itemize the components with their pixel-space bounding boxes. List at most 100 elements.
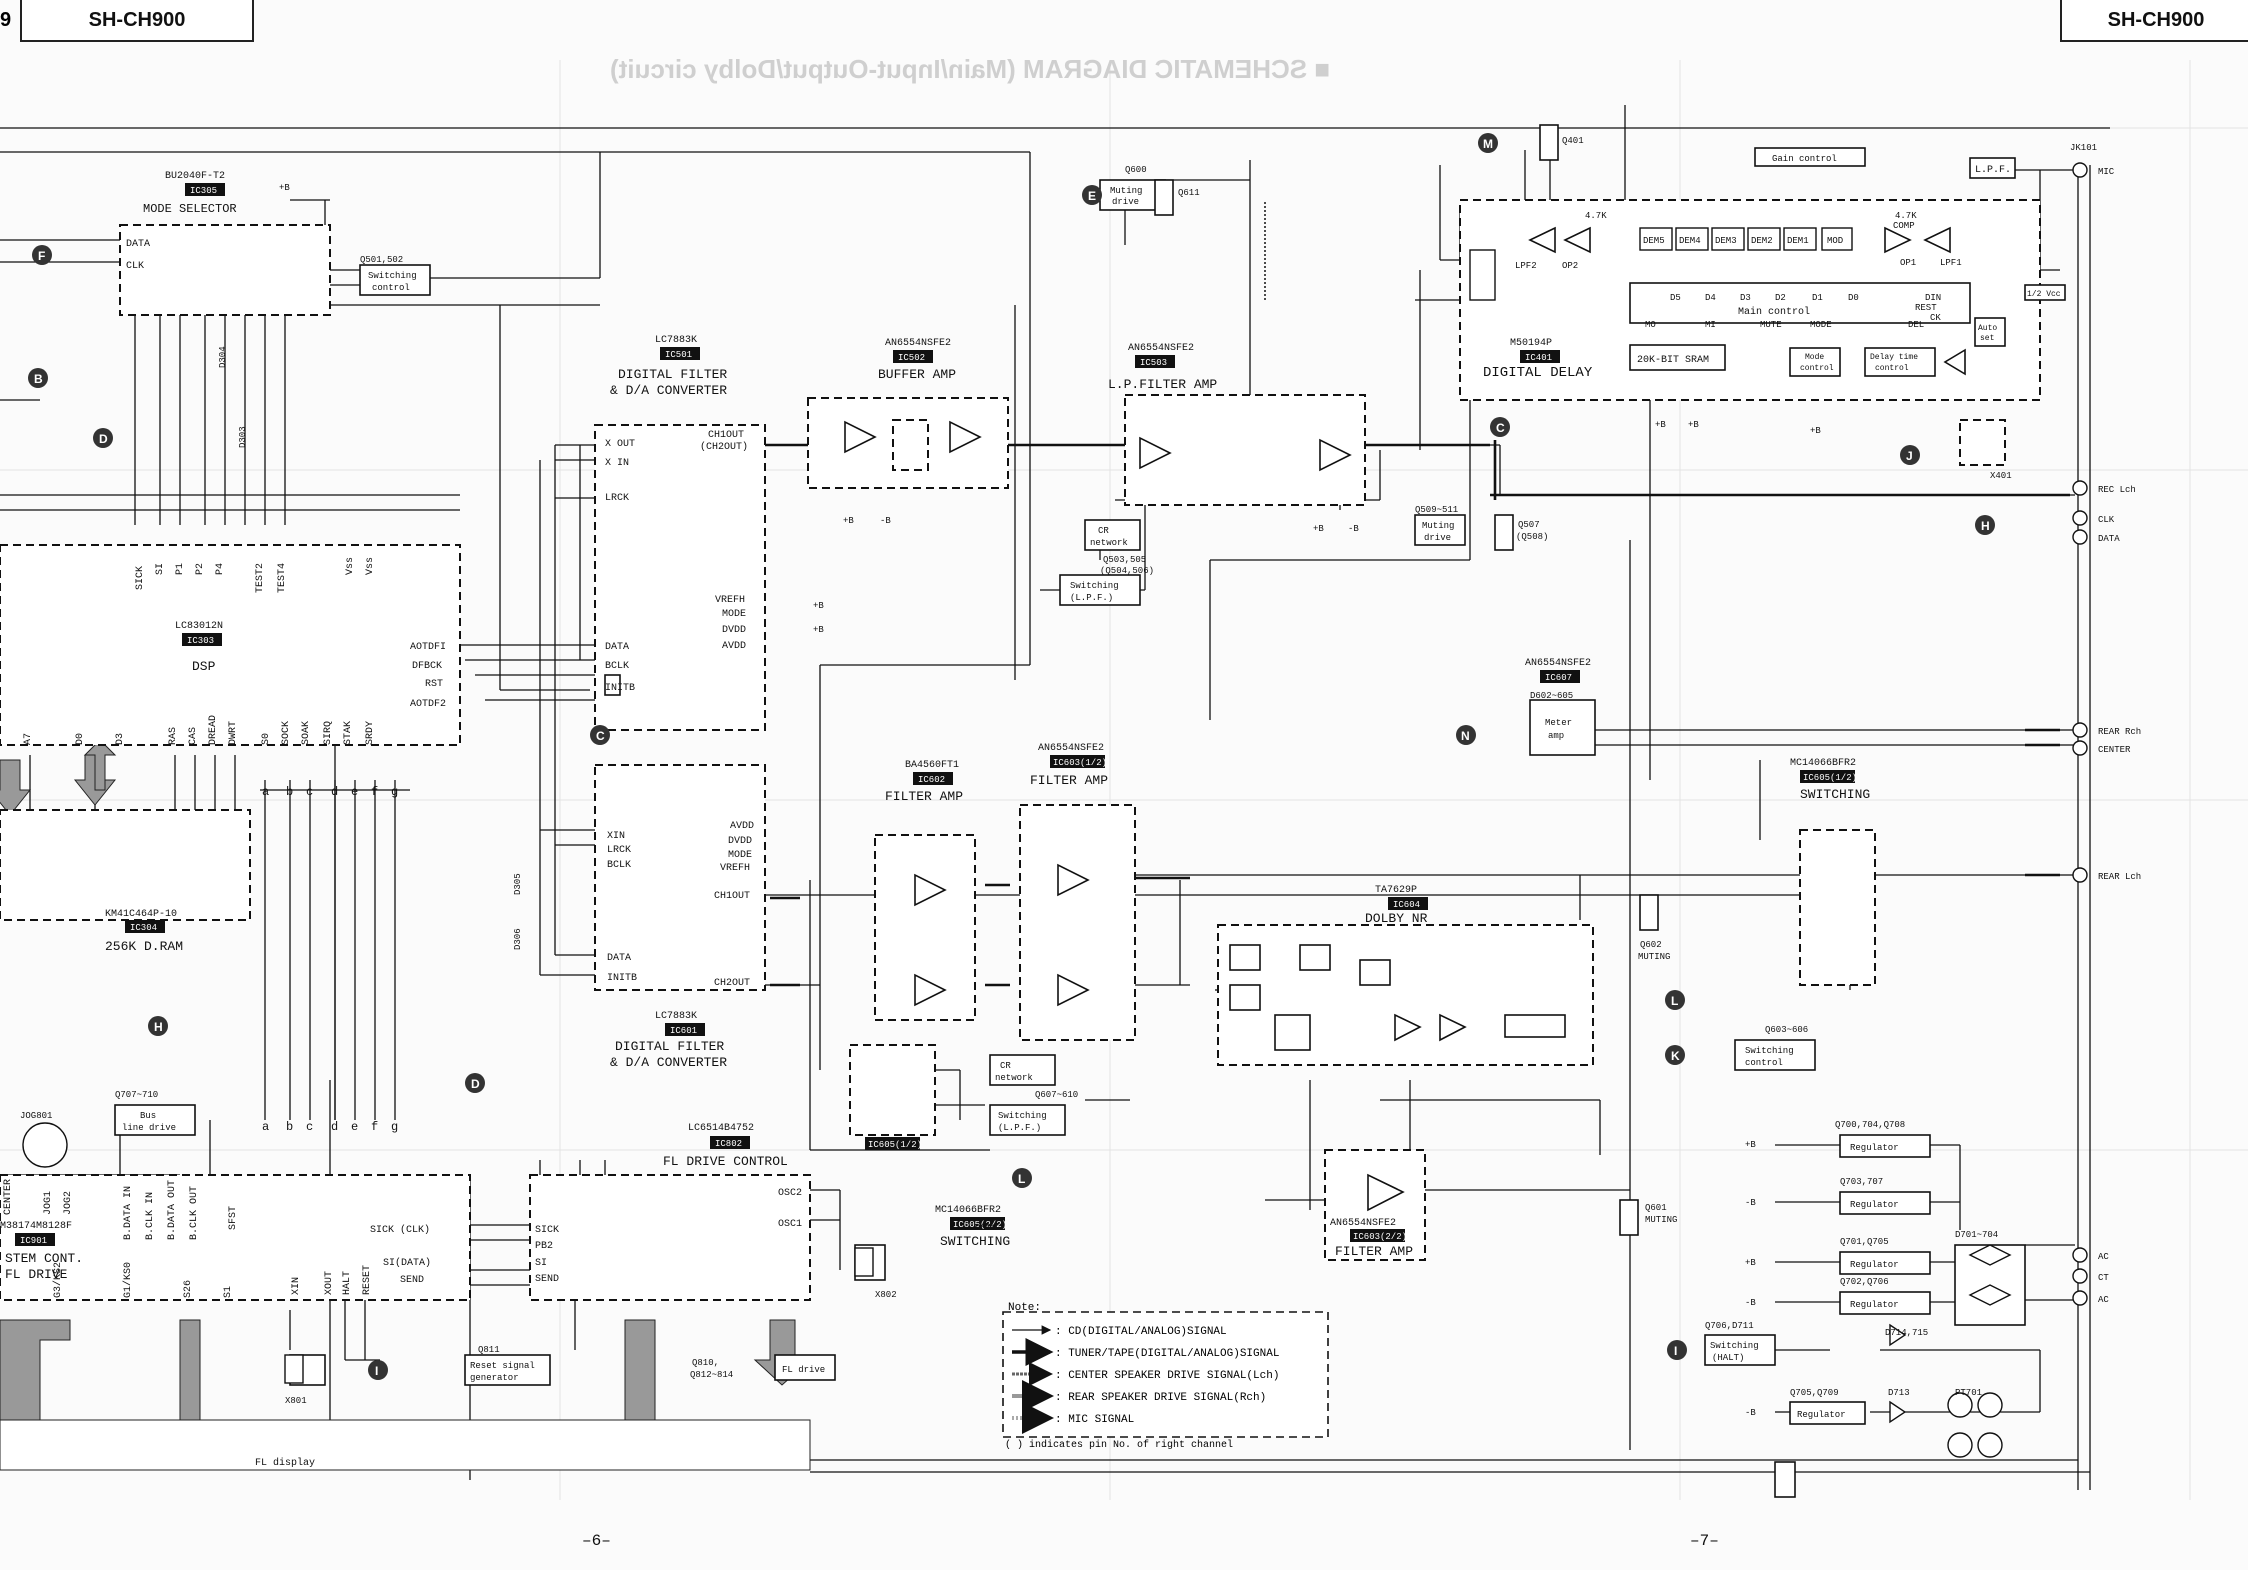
sys-pin-bclkout: B.CLK OUT [189,1186,200,1240]
q503b: (Q504,506) [1100,566,1154,576]
fl-sick: SICK [535,1225,559,1236]
marker-h2: H [154,1020,163,1034]
delay-dem1: DEM1 [1787,236,1809,246]
fl-ref: IC802 [715,1139,742,1149]
sys-si: SI(DATA) [383,1257,431,1269]
df-top-name1: DIGITAL FILTER [618,367,727,382]
switching-control-2: control [372,283,410,293]
supply-11: +B [1745,1140,1756,1150]
fl-part: LC6514B4752 [688,1123,754,1134]
dsp-pin-si: SI [155,563,166,575]
dsp-pin-vss1: Vss [345,557,356,575]
jack-clk: CLK [2098,515,2115,525]
x802: X802 [875,1290,897,1300]
q601: Q601 [1645,1203,1667,1213]
sys-pin-g1: G1/KS0 [122,1262,134,1298]
muting-drive-top-2: drive [1112,197,1139,207]
df-top-pin-bclk: BCLK [605,661,629,672]
x801: X801 [285,1396,307,1406]
buffer-part: AN6554NSFE2 [885,338,951,349]
dram-box [0,809,251,921]
q507: Q507 [1518,520,1540,530]
mode-control-1: Mode [1805,353,1824,362]
jack-data: DATA [2098,534,2120,544]
d601: D601 [975,1223,997,1233]
supply-10: +B [1810,426,1821,436]
reg-2: Regulator [1850,1200,1899,1210]
delay-47k-b: 4.7K [1895,211,1917,221]
bus-line-1: Bus [140,1111,156,1121]
delay-mod: MOD [1827,236,1843,246]
delay-op2: OP2 [1562,261,1578,271]
model-tab-left: SH-CH900 [20,0,254,42]
q600: Q600 [1125,165,1147,175]
delay-mode: MODE [1810,320,1832,330]
marker-d2: D [471,1077,480,1091]
fl-send: SEND [535,1274,559,1285]
legend: Note: : CD(DIGITAL/ANALOG)SIGNAL : TUNER… [1002,1302,1329,1451]
dsp-pin-p4: P4 [215,563,226,575]
dsp-box [0,544,461,746]
q602-muting: MUTING [1638,952,1670,962]
auto-set-1: Auto [1978,324,1997,333]
df-bot-name2: & D/A CONVERTER [610,1055,727,1070]
df-top-vrefh: VREFH [715,595,745,606]
delay-lpf2: LPF2 [1515,261,1537,271]
delay-ck: CK [1930,313,1941,323]
d701: D701~704 [1955,1230,1998,1240]
delay-halfvcc: 1/2 Vcc [2027,290,2061,299]
q701: Q701,Q705 [1840,1237,1889,1247]
components [22,1122,2012,1458]
supply-9: +B [1688,420,1699,430]
sys-letter-f: f [371,1120,378,1134]
sys-pin-jog1: JOG1 [43,1191,54,1215]
reg-3: Regulator [1850,1260,1899,1270]
marker-k: K [1671,1049,1680,1063]
sys-pin-s1: S1 [223,1286,234,1298]
sw-halt-2: (HALT) [1712,1353,1744,1363]
meter-amp-2: amp [1548,731,1564,741]
bus-letter-g: g [391,785,398,799]
dsp-out-3: AOTDF2 [410,699,446,710]
fl-name: FL DRIVE CONTROL [663,1154,788,1169]
sys-pin-halt: HALT [342,1271,353,1295]
dolby-name: DOLBY NR [1365,911,1428,926]
dsp-bus-stak: STAK [343,721,354,745]
dsp-bus-d3: D3 [115,733,126,745]
bus-letter-d: d [331,785,338,799]
dsp-out-0: AOTDFI [410,642,446,653]
muting-drive-mid-1: Muting [1422,521,1454,531]
df-top-part: LC7883K [655,335,697,346]
df-bot-part: LC7883K [655,1011,697,1022]
df-bot-pin-initb: INITB [607,973,637,984]
df-top-pin-lrck: LRCK [605,493,629,504]
jack-ct: CT [2098,1273,2109,1283]
q509: Q509~511 [1415,505,1458,515]
df-bot-pin-data: DATA [607,953,631,964]
sys-letter-a: a [262,1120,269,1134]
supply-2: +B [843,516,854,526]
sys-letter-b: b [286,1120,293,1134]
supply-1: +B [279,183,290,193]
meter-amp-1: Meter [1545,718,1572,728]
marker-j: J [1906,449,1913,463]
delay-op1: OP1 [1900,258,1916,268]
sw-ctrl-right-1: Switching [1745,1046,1794,1056]
sys-pin-reset: RESET [362,1265,373,1295]
marker-l2: L [1671,994,1678,1008]
df-bot-dvdd: DVDD [728,836,752,847]
q501: Q501,502 [360,255,403,265]
page-number-left: –6– [582,1532,611,1550]
supply-7: -B [1348,524,1359,534]
sw-lpf-bot-2: (L.P.F.) [998,1123,1041,1133]
supply-5: +B [813,625,824,635]
dsp-bus-d0: D0 [75,733,86,745]
supply-14: -B [1745,1298,1756,1308]
buffer-inner-box [892,419,929,471]
dsp-out-1: DFBCK [412,661,442,672]
cr-net-bot-1: CR [1000,1061,1011,1071]
sys-pin-g3: G3/KS2 [52,1262,64,1298]
ms-name: MODE SELECTOR [143,202,237,216]
supply-3: -B [880,516,891,526]
supply-13: +B [1745,1258,1756,1268]
